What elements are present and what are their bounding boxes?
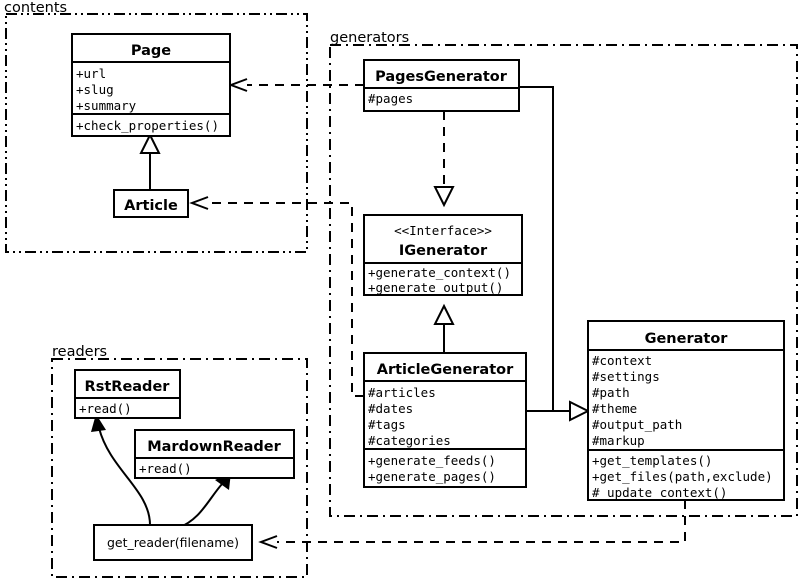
class-igenerator-method-1: +generate_output()	[368, 280, 503, 295]
edge-generators-to-generator	[519, 86, 591, 422]
class-article-generator-method-1: +generate_pages()	[368, 469, 496, 484]
class-generator-method-2: #_update_context()	[592, 485, 727, 500]
class-article[interactable]: Article	[113, 189, 189, 218]
class-page-attr-0: +url	[76, 66, 106, 81]
edge-getreader-to-mardownreader	[177, 472, 231, 529]
class-igenerator[interactable]: <<Interface>> IGenerator +generate_conte…	[363, 214, 523, 296]
class-igenerator-stereotype: <<Interface>>	[394, 223, 492, 238]
class-generator-method-1: +get_files(path,exclude)	[592, 469, 773, 484]
class-article-generator-attr-0: #articles	[368, 385, 436, 400]
class-generator[interactable]: Generator #context #settings #path #them…	[587, 320, 785, 501]
package-generators-label: generators	[330, 30, 409, 46]
class-pages-generator-name: PagesGenerator	[375, 69, 508, 85]
class-igenerator-name: IGenerator	[399, 243, 488, 259]
package-generators: generators	[329, 30, 798, 517]
class-mardown-reader-name: MardownReader	[147, 439, 281, 455]
function-get-reader[interactable]: get_reader(filename)	[93, 524, 253, 561]
class-page-attr-2: +summary	[76, 98, 137, 113]
class-igenerator-method-0: +generate_context()	[368, 265, 511, 280]
class-generator-attr-1: #settings	[592, 369, 660, 384]
edge-generator-to-getreader	[258, 500, 686, 549]
edge-articlegenerator-to-igenerator	[433, 303, 455, 353]
class-generator-attr-5: #markup	[592, 433, 645, 448]
edge-article-to-page	[139, 132, 161, 190]
edge-articlegenerator-to-article	[189, 196, 364, 397]
class-article-generator-method-0: +generate_feeds()	[368, 453, 496, 468]
class-article-generator-attr-1: #dates	[368, 401, 413, 416]
package-readers-label: readers	[52, 344, 107, 360]
class-generator-attr-3: #theme	[592, 401, 637, 416]
class-page-attr-1: +slug	[76, 82, 114, 97]
class-page[interactable]: Page +url +slug +summary +check_properti…	[71, 33, 231, 137]
class-generator-attr-2: #path	[592, 385, 630, 400]
class-article-generator-name: ArticleGenerator	[377, 362, 514, 378]
edge-pagesgenerator-to-igenerator	[433, 111, 455, 208]
class-generator-method-0: +get_templates()	[592, 453, 712, 468]
class-mardown-reader-method-0: +read()	[139, 461, 192, 476]
package-contents-label: contents	[4, 0, 67, 16]
class-pages-generator[interactable]: PagesGenerator #pages	[363, 59, 520, 112]
class-rst-reader-method-0: +read()	[79, 401, 132, 416]
class-rst-reader-name: RstReader	[85, 379, 171, 395]
class-mardown-reader[interactable]: MardownReader +read()	[134, 429, 295, 479]
class-rst-reader[interactable]: RstReader +read()	[74, 369, 181, 419]
class-article-generator-attr-3: #categories	[368, 433, 451, 448]
edge-pagesgenerator-to-page	[228, 78, 364, 92]
class-article-generator-attr-2: #tags	[368, 417, 406, 432]
class-generator-attr-0: #context	[592, 353, 652, 368]
class-generator-attr-4: #output_path	[592, 417, 682, 432]
class-page-method-0: +check_properties()	[76, 118, 219, 133]
class-pages-generator-attr-0: #pages	[368, 91, 413, 106]
package-readers: readers	[51, 344, 308, 578]
class-article-generator[interactable]: ArticleGenerator #articles #dates #tags …	[363, 352, 527, 488]
function-get-reader-label: get_reader(filename)	[107, 535, 239, 550]
class-page-name: Page	[131, 43, 171, 59]
class-article-name: Article	[124, 198, 178, 214]
package-contents: contents	[4, 0, 308, 253]
class-generator-name: Generator	[645, 331, 729, 347]
